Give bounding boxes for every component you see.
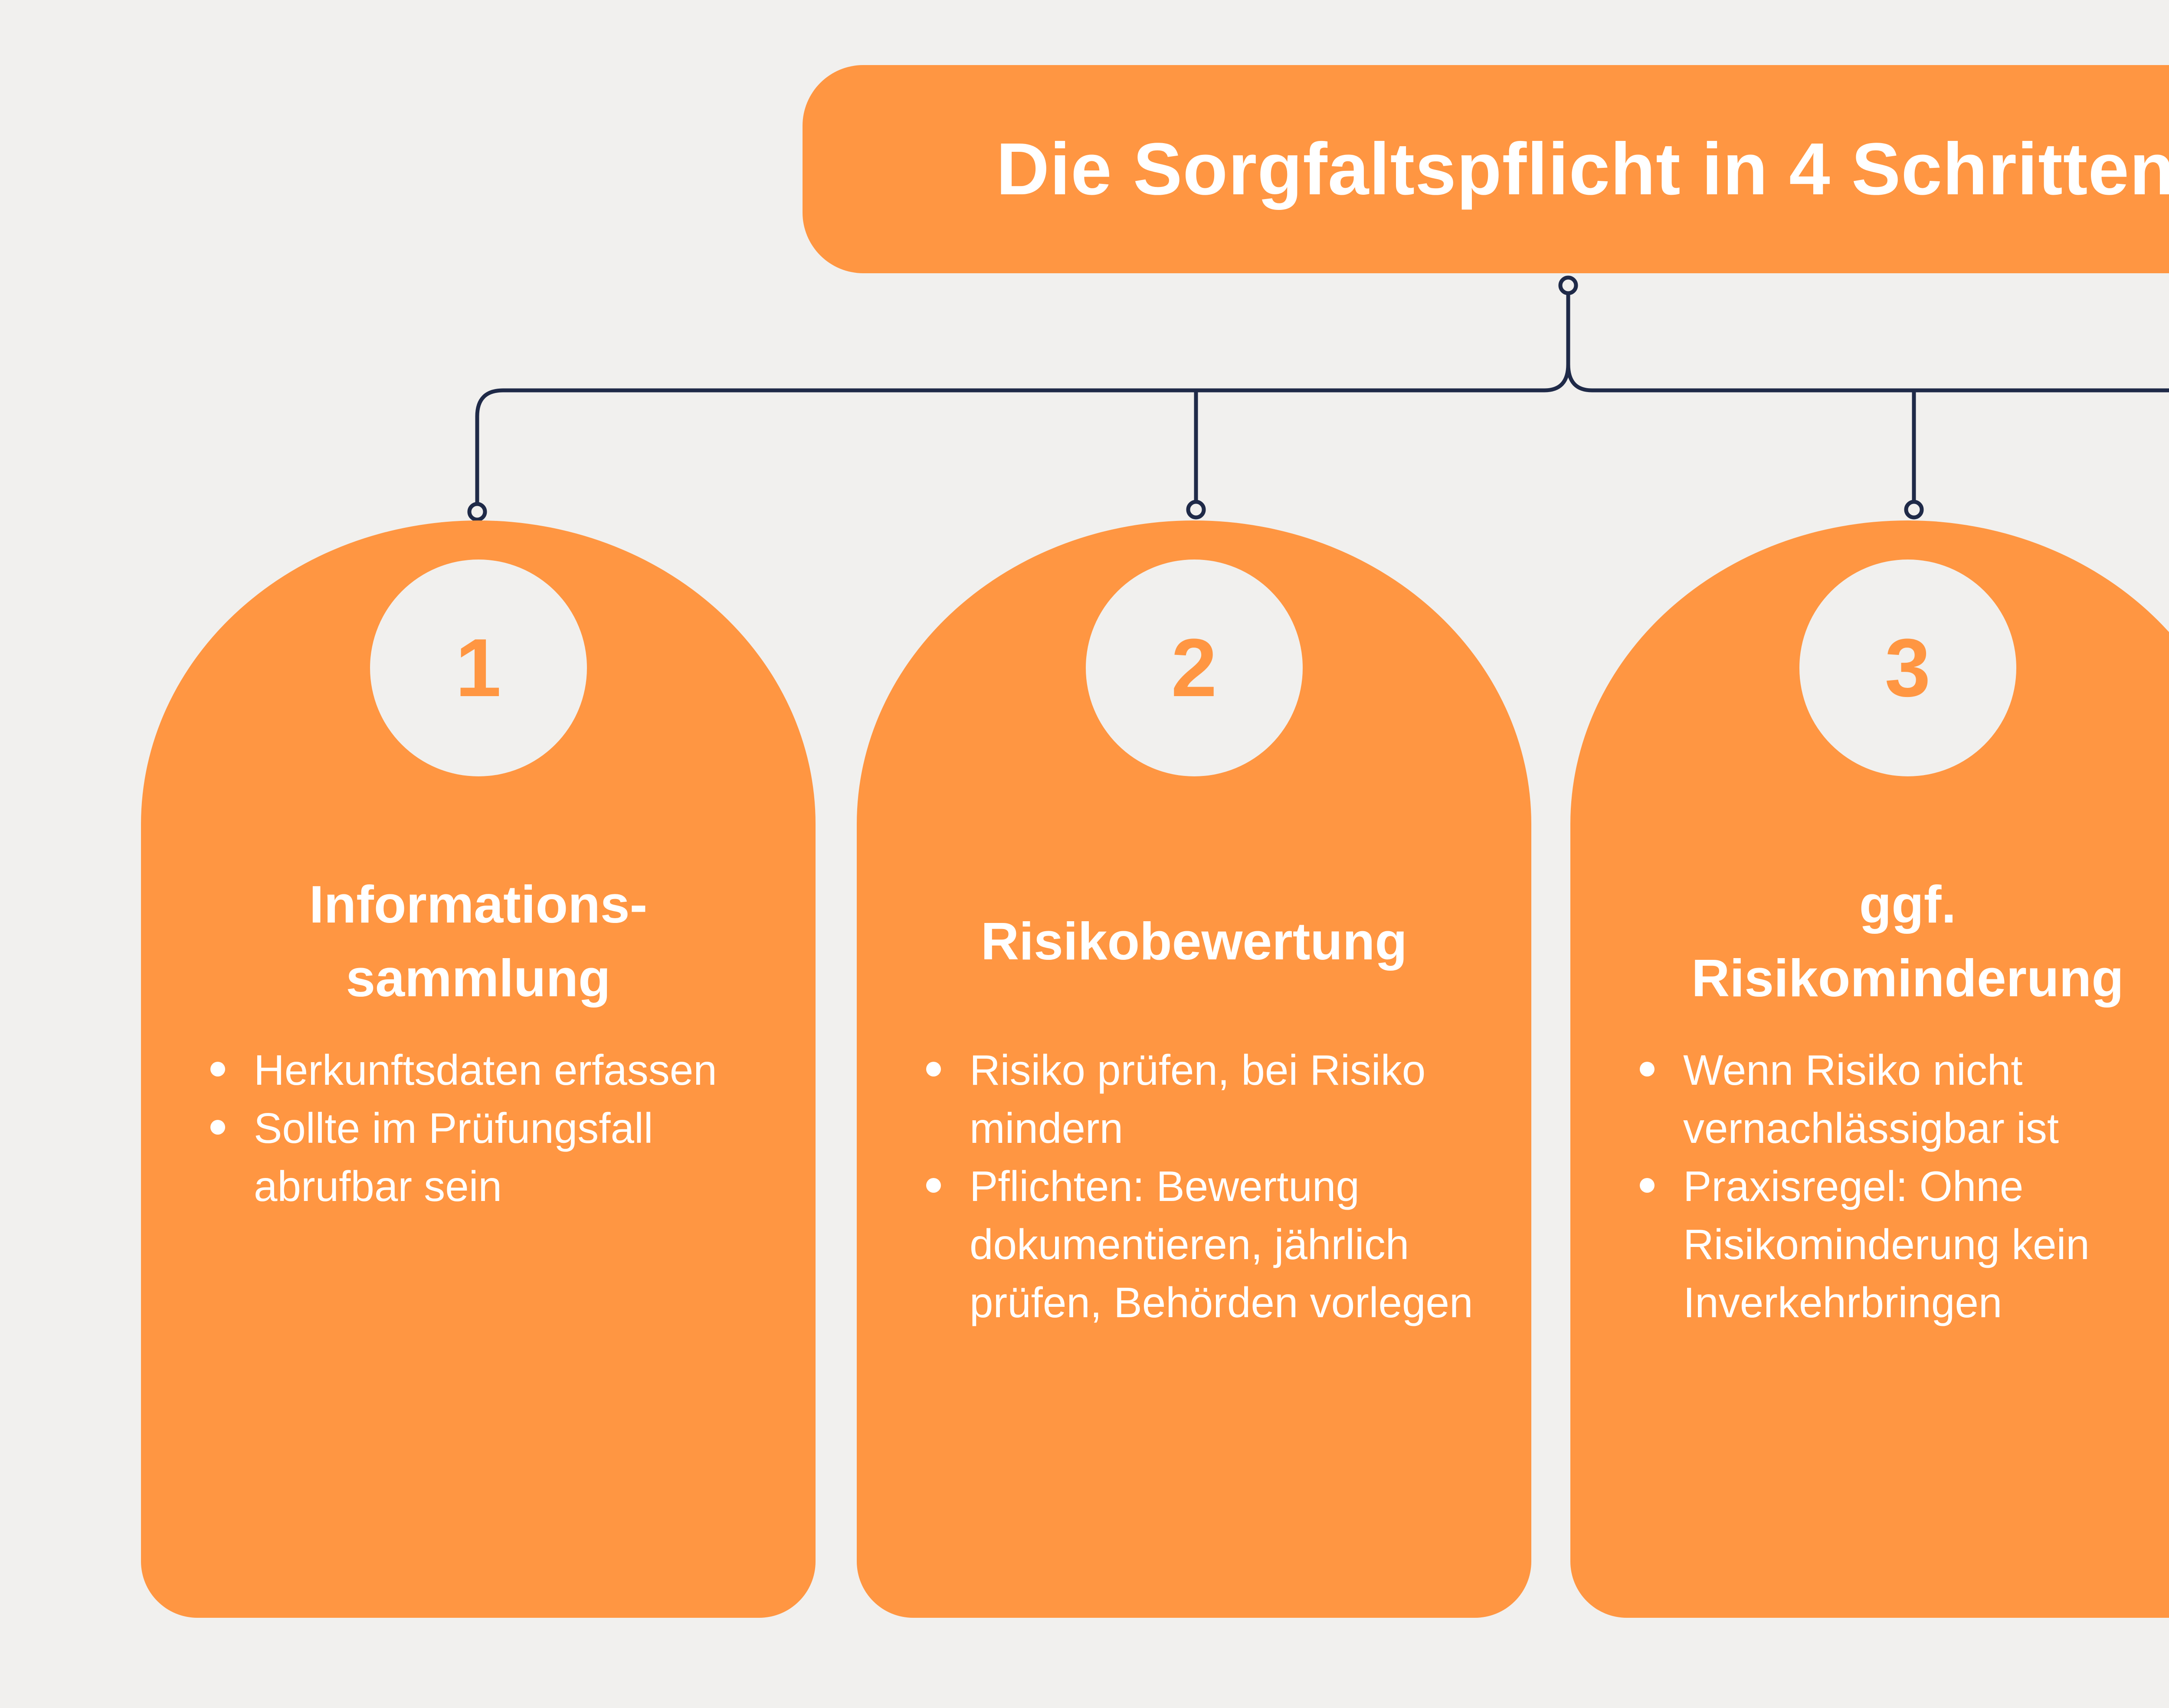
bullet-item: Wenn Risiko nicht vernachlässigbar ist xyxy=(1640,1041,2169,1157)
bullet-dot-icon xyxy=(926,1062,941,1076)
step-title: ggf. Risikominderung xyxy=(1691,875,2124,1008)
connector-node-2 xyxy=(1186,500,1206,520)
step-bullet-list: Risiko prüfen, bei Risiko mindern Pflich… xyxy=(926,1041,1514,1332)
bullet-item: Sollte im Prüfungsfall abrufbar sein xyxy=(210,1099,798,1215)
bullet-dot-icon xyxy=(1640,1062,1655,1076)
connector-node-1 xyxy=(467,502,487,522)
step-number-badge: 3 xyxy=(1799,560,2016,776)
bullet-dot-icon xyxy=(210,1062,225,1076)
step-number: 2 xyxy=(1171,622,1217,714)
step-number-badge: 2 xyxy=(1085,560,1303,776)
step-card-1: 1 Informations- sammlung Herkunftsdaten … xyxy=(141,520,816,1618)
bullet-dot-icon xyxy=(1640,1178,1655,1193)
step-title: Risikobewertung xyxy=(981,912,1407,971)
bullet-text: Risiko prüfen, bei Risiko mindern xyxy=(970,1046,1426,1152)
step-bullet-list: Wenn Risiko nicht vernachlässigbar ist P… xyxy=(1640,1041,2169,1332)
bullet-text: Herkunftsdaten erfassen xyxy=(254,1046,717,1094)
step-number: 3 xyxy=(1884,622,1931,714)
diagram-title: Die Sorgfaltspflicht in 4 Schritten xyxy=(996,128,2169,210)
bullet-dot-icon xyxy=(926,1178,941,1193)
connector-trunk xyxy=(475,295,1570,503)
step-number-badge: 1 xyxy=(370,560,587,776)
bullet-dot-icon xyxy=(210,1120,225,1135)
connector-right-branch xyxy=(1566,364,2169,393)
bullet-item: Risiko prüfen, bei Risiko mindern xyxy=(926,1041,1514,1157)
bullet-text: Sollte im Prüfungsfall abrufbar sein xyxy=(254,1104,653,1210)
connector-node-3 xyxy=(1904,500,1924,520)
connector-node-top xyxy=(1558,275,1578,295)
step-card-2: 2 Risikobewertung Risiko prüfen, bei Ris… xyxy=(857,520,1531,1618)
bullet-text: Praxisregel: Ohne Risikominderung kein I… xyxy=(1683,1162,2090,1326)
bullet-text: Wenn Risiko nicht vernachlässigbar ist xyxy=(1683,1046,2059,1152)
bullet-item: Herkunftsdaten erfassen xyxy=(210,1041,798,1099)
bullet-text: Pflichten: Bewertung dokumentieren, jähr… xyxy=(970,1162,1473,1326)
title-banner: Die Sorgfaltspflicht in 4 Schritten xyxy=(803,65,2169,273)
bullet-item: Pflichten: Bewertung dokumentieren, jähr… xyxy=(926,1157,1514,1332)
step-card-3: 3 ggf. Risikominderung Wenn Risiko nicht… xyxy=(1570,520,2169,1618)
bullet-item: Praxisregel: Ohne Risikominderung kein I… xyxy=(1640,1157,2169,1332)
step-title: Informations- sammlung xyxy=(309,875,648,1008)
step-bullet-list: Herkunftsdaten erfassen Sollte im Prüfun… xyxy=(210,1041,798,1215)
step-number: 1 xyxy=(455,622,501,714)
